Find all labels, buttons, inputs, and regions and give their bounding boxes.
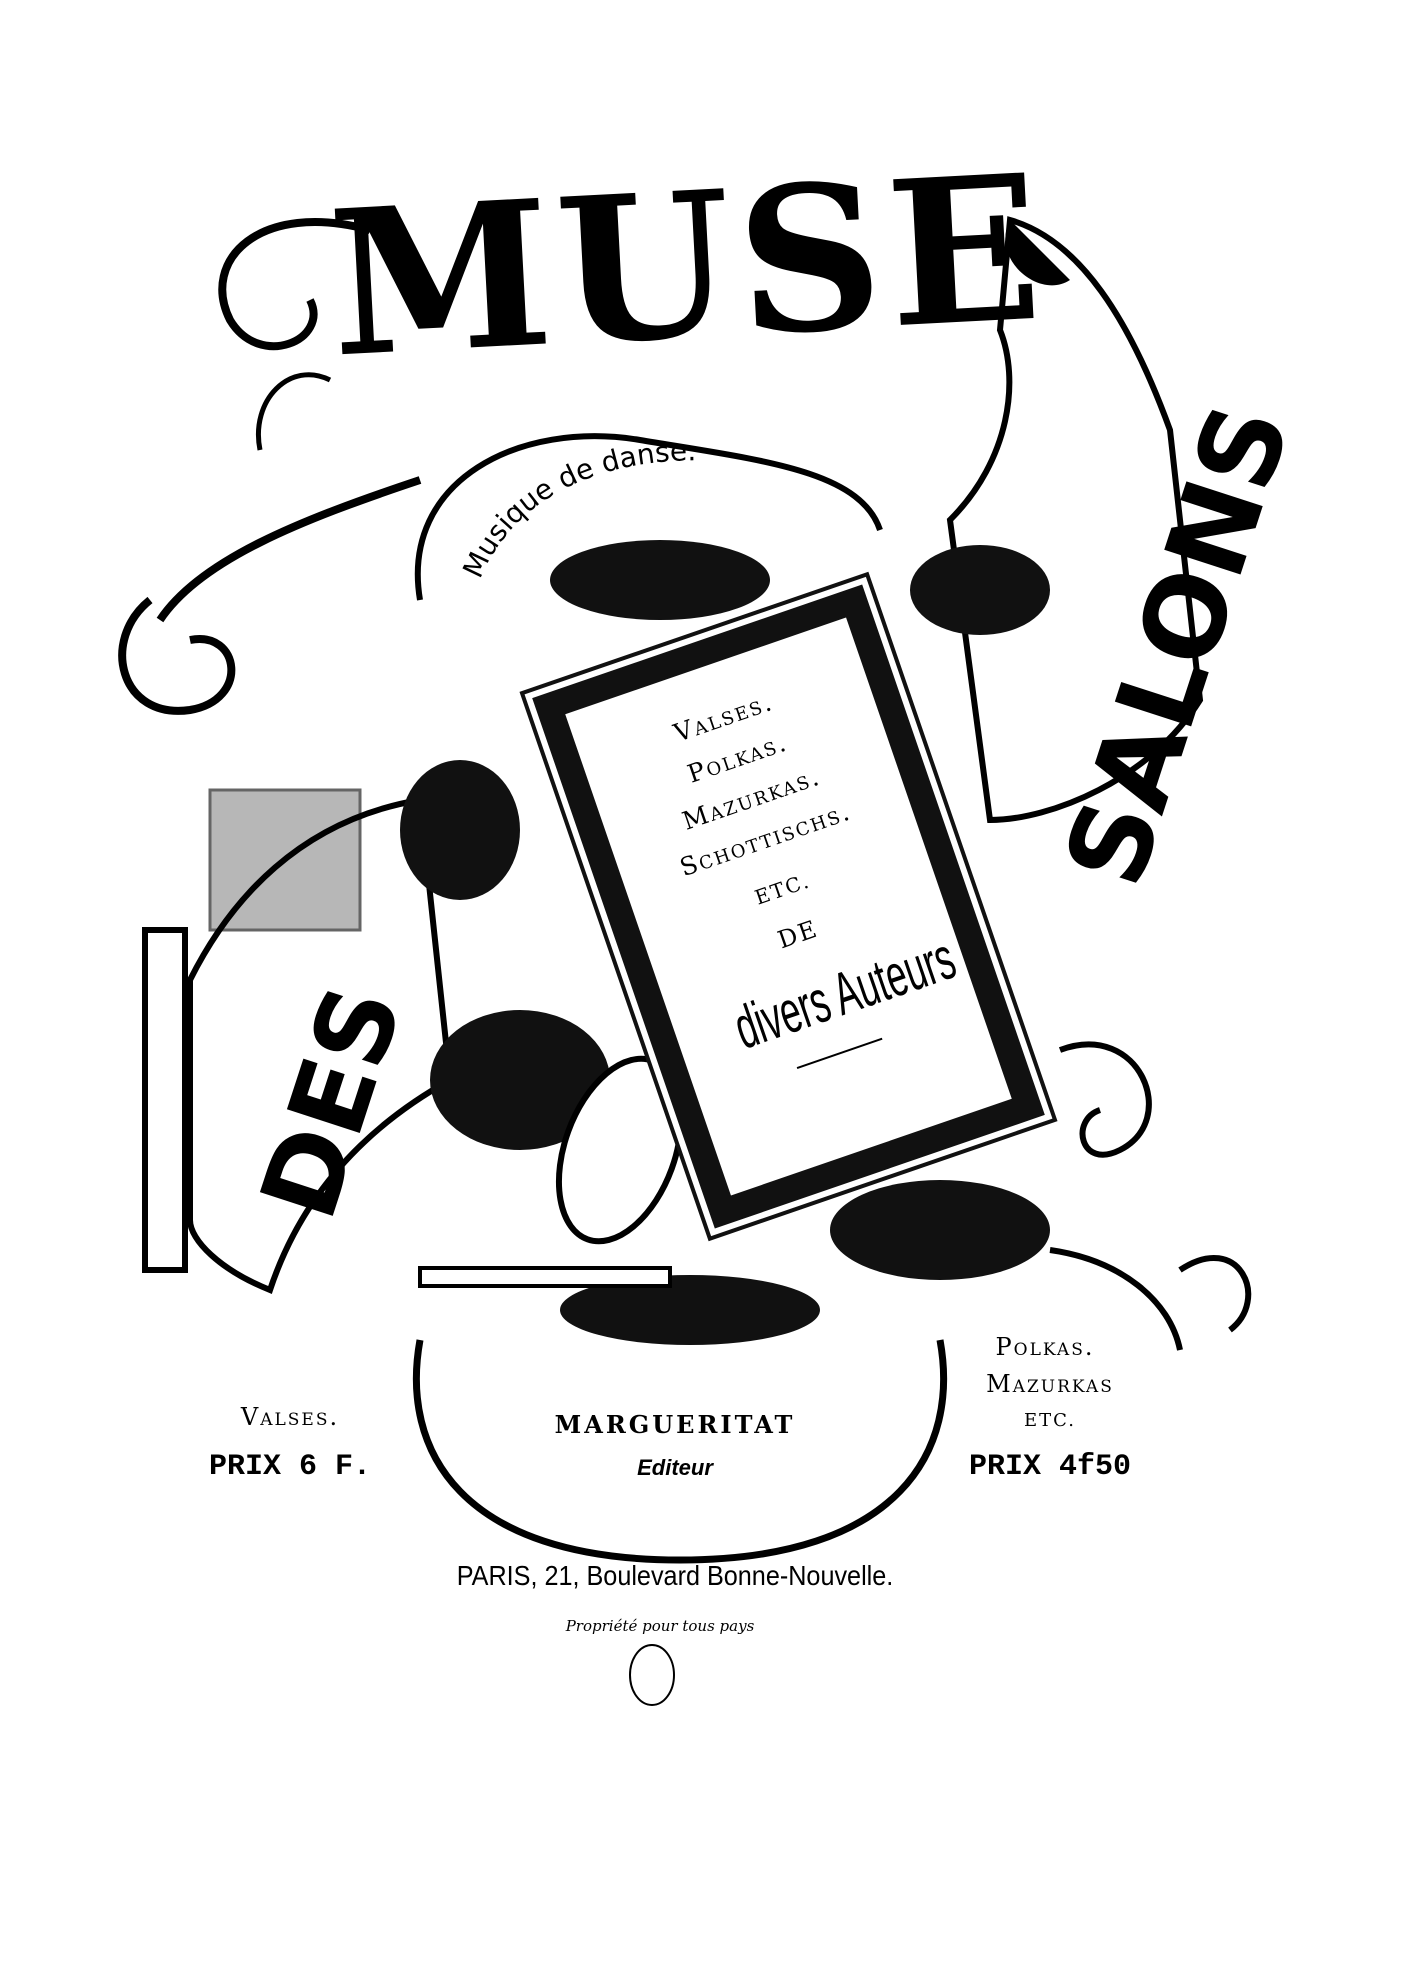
right-genre-mazurkas: Mazurkas: [986, 1370, 1114, 1398]
left-price: PRIX 6 F.: [208, 1450, 372, 1484]
title-muse: MUSE: [324, 130, 1053, 403]
publisher-name: MARGUERITAT: [554, 1410, 796, 1439]
rights-notice: Propriété pour tous pays: [565, 1617, 755, 1635]
right-price: PRIX 4f50: [968, 1450, 1132, 1484]
right-genre-etc: ETC.: [1024, 1410, 1076, 1431]
right-genre-polkas: Polkas.: [995, 1333, 1095, 1361]
publisher-address: PARIS, 21, Boulevard Bonne-Nouvelle.: [456, 1560, 894, 1591]
publisher-role: Editeur: [637, 1455, 713, 1480]
card-rule: [796, 1037, 882, 1070]
left-genre-label: Valses.: [240, 1403, 340, 1431]
